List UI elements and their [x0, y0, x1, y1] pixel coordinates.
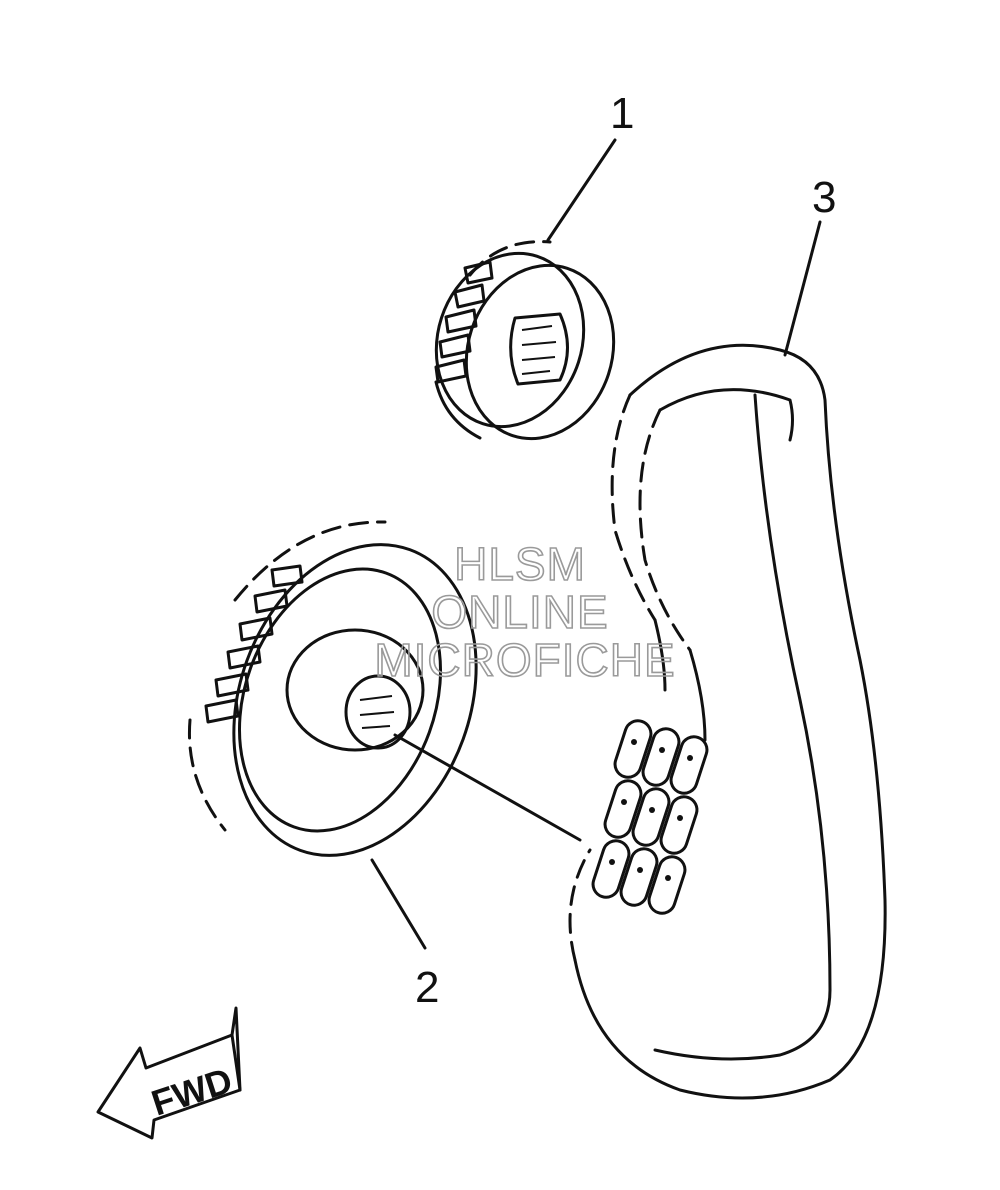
fwd-label: FWD: [146, 1059, 237, 1123]
forward-arrow: FWD: [96, 1006, 242, 1140]
arrow-left-icon: [96, 1006, 242, 1140]
chain-loop: [568, 343, 887, 1100]
watermark-line-2: ONLINE: [431, 586, 608, 638]
callout-1: 1: [610, 89, 634, 138]
small-sprocket: [434, 240, 616, 441]
leader-lines: [370, 138, 822, 950]
watermark: HLSM ONLINE MICROFICHE: [374, 537, 676, 687]
watermark-line-1: HLSM: [454, 538, 586, 590]
watermark-line-3: MICROFICHE: [374, 634, 675, 686]
large-sprocket: [187, 520, 478, 857]
callout-2: 2: [415, 963, 439, 1012]
callout-3: 3: [812, 173, 836, 222]
